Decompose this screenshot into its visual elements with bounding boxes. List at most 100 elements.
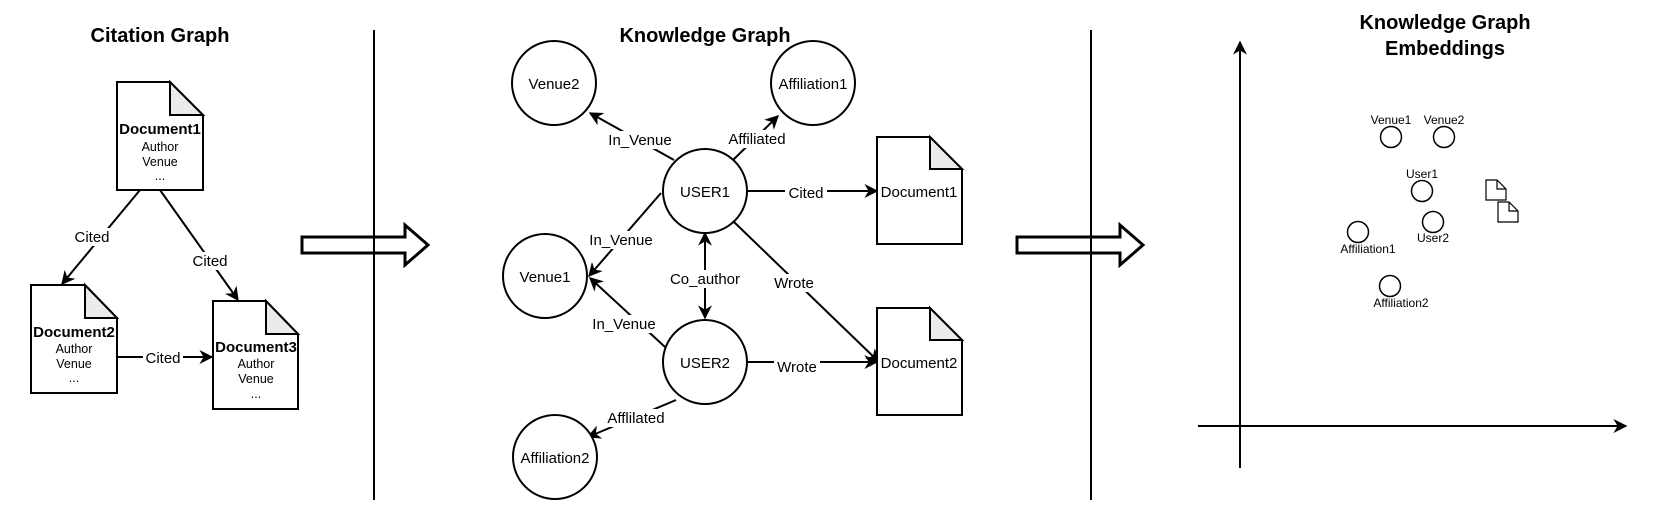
- edge-label-bg: [774, 358, 820, 376]
- node-label: USER2: [680, 355, 730, 372]
- document-fold: [169, 79, 206, 116]
- embeddings-title-line2: Embeddings: [1385, 38, 1505, 60]
- citation-document-2: Document2 Author Venue ...: [30, 282, 120, 394]
- edge-label-bg: [190, 252, 230, 270]
- kg-document-1: Document1: [876, 134, 965, 245]
- document-title: Document1: [119, 121, 201, 138]
- edge-label-user2-affiliation2: Afflilated: [607, 410, 664, 427]
- embeddings-title-line1: Knowledge Graph: [1359, 12, 1530, 34]
- node-affiliation2: Affiliation2: [512, 414, 598, 500]
- point-marker: [1378, 274, 1402, 298]
- point-label: User1: [1406, 167, 1438, 181]
- citation-graph-panel: Citation Graph Cited Cited Cited Documen…: [30, 25, 301, 410]
- embedding-point-user2: User2: [1417, 210, 1449, 245]
- edge-label-user1-document2: Wrote: [774, 275, 814, 292]
- document-fold: [929, 305, 965, 341]
- edge-label-bg: [785, 184, 827, 202]
- document-attr: Venue: [142, 155, 178, 169]
- node-user2: USER2: [662, 319, 748, 405]
- transform-arrow-icon: [300, 221, 431, 269]
- edge-label-bg: [600, 409, 672, 427]
- citation-graph-title: Citation Graph: [91, 25, 230, 47]
- point-marker: [1379, 125, 1403, 149]
- document-attr: ...: [69, 371, 79, 385]
- point-label: Venue2: [1424, 113, 1465, 127]
- node-affiliation1: Affiliation1: [770, 40, 856, 126]
- document-attr: ...: [155, 169, 165, 183]
- document-label: Document1: [881, 184, 958, 201]
- node-circle: [512, 414, 598, 500]
- document-attr: Author: [142, 140, 179, 154]
- document-attr: ...: [251, 387, 261, 401]
- point-marker: [1346, 220, 1370, 244]
- document-label: Document2: [881, 355, 958, 372]
- embedding-point-user1: User1: [1406, 167, 1438, 203]
- edge-label-bg: [72, 228, 112, 246]
- embedding-point-affiliation1: Affiliation1: [1340, 220, 1396, 256]
- node-venue1: Venue1: [502, 233, 588, 319]
- node-label: Affiliation1: [779, 76, 848, 93]
- edge-label-bg: [604, 131, 674, 149]
- edge-label-user2-document2: Wrote: [777, 359, 817, 376]
- point-label: Affiliation1: [1340, 242, 1395, 256]
- document-fold: [265, 298, 301, 335]
- edge-label-user2-venue1: In_Venue: [592, 316, 655, 333]
- point-label: Venue1: [1371, 113, 1412, 127]
- document-icon-fold: [1496, 180, 1506, 190]
- edge-label-user1-venue1: In_Venue: [589, 232, 652, 249]
- edge-label-bg: [771, 274, 817, 292]
- edge-label-doc1-doc2: Cited: [74, 229, 109, 246]
- document-icon-fold: [1508, 202, 1518, 212]
- edge-doc1-doc3: [159, 189, 239, 302]
- node-label: Venue2: [529, 76, 580, 93]
- node-circle: [770, 40, 856, 126]
- document-fold: [929, 134, 965, 170]
- document-icon: [1497, 201, 1519, 223]
- citation-document-3: Document3 Author Venue ...: [212, 298, 301, 410]
- embedding-point-venue1: Venue1: [1371, 113, 1412, 149]
- edge-label-user1-affiliation1: Affiliated: [728, 131, 785, 148]
- edge-label-bg: [590, 315, 660, 333]
- transform-arrow-icon: [1015, 221, 1146, 269]
- kg-document-2: Document2: [876, 305, 965, 416]
- edge-label-bg: [143, 349, 183, 367]
- document-title: Document3: [215, 339, 297, 356]
- embedding-point-affiliation2: Affiliation2: [1373, 274, 1429, 310]
- point-marker: [1421, 210, 1445, 234]
- document-attr: Venue: [56, 357, 92, 371]
- edge-label-bg: [586, 231, 656, 249]
- edge-label-doc2-doc3: Cited: [145, 350, 180, 367]
- node-circle: [511, 40, 597, 126]
- edge-label-bg: [724, 130, 790, 148]
- point-label: Affiliation2: [1373, 296, 1428, 310]
- point-marker: [1410, 179, 1434, 203]
- document-fold: [84, 282, 120, 319]
- document-attr: Author: [238, 357, 275, 371]
- citation-document-1: Document1 Author Venue ...: [116, 79, 206, 191]
- embedding-document-icons: [1485, 179, 1519, 223]
- embedding-point-venue2: Venue2: [1424, 113, 1465, 149]
- node-circle: [662, 319, 748, 405]
- edge-label-doc1-doc3: Cited: [192, 253, 227, 270]
- knowledge-graph-panel: Knowledge Graph In_Venue Affiliated Cite…: [502, 25, 965, 500]
- document-attr: Author: [56, 342, 93, 356]
- edge-label-user1-document1: Cited: [788, 185, 823, 202]
- edge-label-user1-user2: Co_author: [670, 271, 740, 288]
- node-label: Venue1: [520, 269, 571, 286]
- node-label: USER1: [680, 184, 730, 201]
- embeddings-panel: Knowledge Graph Embeddings Venue1 Venue2…: [1198, 12, 1628, 468]
- node-circle: [662, 148, 748, 234]
- node-venue2: Venue2: [511, 40, 597, 126]
- node-circle: [502, 233, 588, 319]
- knowledge-graph-title: Knowledge Graph: [619, 25, 790, 47]
- edge-label-user1-venue2: In_Venue: [608, 132, 671, 149]
- document-title: Document2: [33, 324, 115, 341]
- document-attr: Venue: [238, 372, 274, 386]
- point-label: User2: [1417, 231, 1449, 245]
- node-label: Affiliation2: [521, 450, 590, 467]
- node-user1: USER1: [662, 148, 748, 234]
- document-icon: [1485, 179, 1507, 201]
- edge-label-bg: [666, 270, 744, 288]
